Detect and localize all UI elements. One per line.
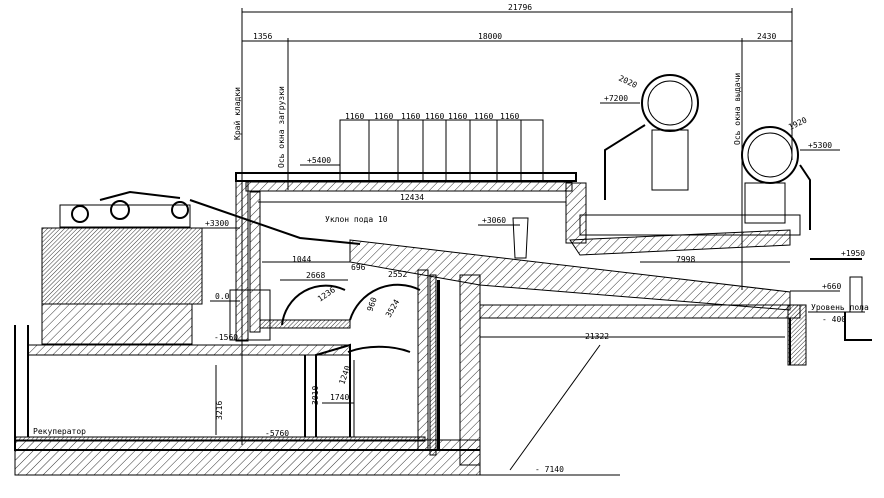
- dim-section-3: 1160: [401, 112, 420, 121]
- dim-3216: 3216: [215, 401, 224, 420]
- dim-1740: 1740: [330, 393, 349, 402]
- discharge-end: 7998 +1950 +660 Уровень пола - 400: [640, 249, 872, 366]
- pusher-machinery: +3300 0.0 -1560: [41, 190, 361, 345]
- level-plus5300: +5300: [808, 141, 832, 150]
- level-minus5760: -5760: [265, 429, 289, 438]
- dim-3010: 3010: [311, 386, 320, 405]
- level-plus660: +660: [822, 282, 841, 291]
- label-loading-axis: Ось окна загрузки: [277, 86, 286, 168]
- level-plus3300: +3300: [205, 219, 229, 228]
- dim-1236: 1236: [316, 285, 337, 304]
- dim-overall: 21796: [508, 3, 532, 12]
- label-masonry-edge: Край кладки: [233, 87, 242, 140]
- dim-960: 960: [365, 296, 378, 313]
- dim-main-span: 18000: [478, 32, 502, 41]
- dim-2668: 2668: [306, 271, 325, 280]
- dim-left-offset: 1356: [253, 32, 272, 41]
- level-plus1950: +1950: [841, 249, 865, 258]
- level-zero: 0.0: [215, 292, 230, 301]
- dim-section-5: 1160: [448, 112, 467, 121]
- dim-section-4: 1160: [425, 112, 444, 121]
- dim-pipe2-dia: 1920: [787, 115, 808, 131]
- hearth: Уклон пода 10 +3060 1044 2668 696 2552 1…: [27, 215, 791, 356]
- dim-lower-length: 21322: [585, 332, 609, 341]
- dim-right-offset: 2430: [757, 32, 776, 41]
- dim-section-6: 1160: [474, 112, 493, 121]
- top-dimensions: 21796 1356 18000 2430 Край кладки Ось ок…: [233, 3, 793, 445]
- dim-696: 696: [351, 263, 366, 272]
- burner-sections: 1160 1160 1160 1160 1160 1160 1160 +5400: [300, 112, 544, 183]
- label-hearth-slope: Уклон пода 10: [325, 215, 388, 224]
- foundation: 21322 - 7140 3216 3010 1240 1740 Рекупер…: [14, 269, 801, 476]
- dim-2552: 2552: [388, 270, 407, 279]
- label-floor-level: Уровень пола: [811, 303, 869, 312]
- label-unloading-axis: Ось окна выдачи: [733, 73, 742, 145]
- dim-1044: 1044: [292, 255, 311, 264]
- level-minus400: - 400: [822, 315, 846, 324]
- label-recuperator: Рекуператор: [33, 427, 86, 436]
- dim-3524: 3524: [384, 298, 402, 319]
- dim-roof-length: 12434: [400, 193, 424, 202]
- dim-section-1: 1160: [345, 112, 364, 121]
- level-minus1560: -1560: [214, 333, 238, 342]
- dim-hearth-length: 7998: [676, 255, 695, 264]
- dim-section-2: 1160: [374, 112, 393, 121]
- level-plus3060: +3060: [482, 216, 506, 225]
- level-minus7140: - 7140: [535, 465, 564, 474]
- flue-ducts: 2020 +7200 1920 +5300: [569, 74, 840, 256]
- dim-section-7: 1160: [500, 112, 519, 121]
- level-plus5400: +5400: [307, 156, 331, 165]
- level-plus7200: +7200: [604, 94, 628, 103]
- dim-pipe1-dia: 2020: [617, 74, 638, 90]
